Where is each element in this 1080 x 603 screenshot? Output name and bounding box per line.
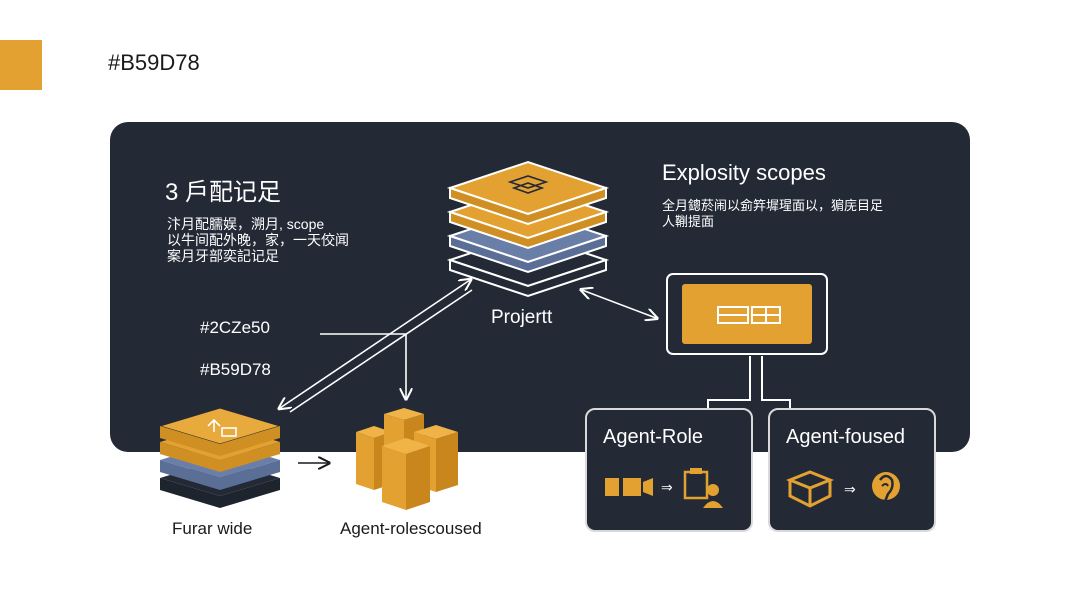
- hex-code-1: #2CZe50: [200, 318, 270, 337]
- svg-text:⇒: ⇒: [661, 479, 673, 495]
- desc-line: 以牛间配外晚，家，一天佼闻: [167, 232, 349, 248]
- panel-left-desc: 汴月配臑娱，溯月, scope 以牛间配外晚，家，一天佼闻 案月牙部奕記记足: [167, 216, 349, 264]
- agent-role-card[interactable]: Agent-Role ⇒: [585, 408, 753, 532]
- agent-role-title: Agent-Role: [603, 426, 704, 448]
- project-stack-icon: [446, 160, 610, 298]
- agent-focused-card[interactable]: Agent-foused ⇒: [768, 408, 936, 532]
- arrow-project-to-screen: [582, 290, 656, 318]
- project-label: Projertt: [491, 307, 553, 328]
- header-hex-label: #B59D78: [108, 50, 200, 75]
- agent-role-icons: ⇒: [605, 468, 723, 508]
- arrow-stack-to-project-2: [289, 289, 473, 413]
- desc-line: 案月牙部奕記记足: [167, 248, 279, 264]
- cubes-icon: [356, 408, 458, 510]
- hex-code-2: #B59D78: [200, 360, 271, 379]
- desc-line: 汴月配臑娱，溯月, scope: [167, 216, 325, 232]
- panel-right-title: Explosity scopes: [662, 160, 826, 185]
- layer-stack-icon: [158, 407, 282, 508]
- arrow-down-to-cubes: [320, 333, 406, 398]
- panel-left-title: 3 戶配记足: [165, 179, 282, 206]
- accent-square: [0, 40, 42, 90]
- agent-focused-icons: ⇒: [785, 470, 900, 508]
- agent-connectors: [707, 356, 791, 408]
- desc-line: 全月鏓菸闹以侴筓墀瑆面以，猏庑目足: [662, 198, 884, 213]
- cubes-label: Agent-rolescoused: [340, 519, 482, 538]
- panel-right-desc: 全月鏓菸闹以侴筓墀瑆面以，猏庑目足 人鞩提面: [662, 198, 883, 230]
- stack-label: Furar wide: [172, 519, 253, 538]
- agent-focused-title: Agent-foused: [786, 426, 905, 448]
- desc-line: 人鞩提面: [662, 214, 715, 229]
- arrow-stack-to-project: [280, 280, 470, 408]
- screen-icon: [666, 273, 828, 355]
- svg-text:⇒: ⇒: [844, 481, 856, 497]
